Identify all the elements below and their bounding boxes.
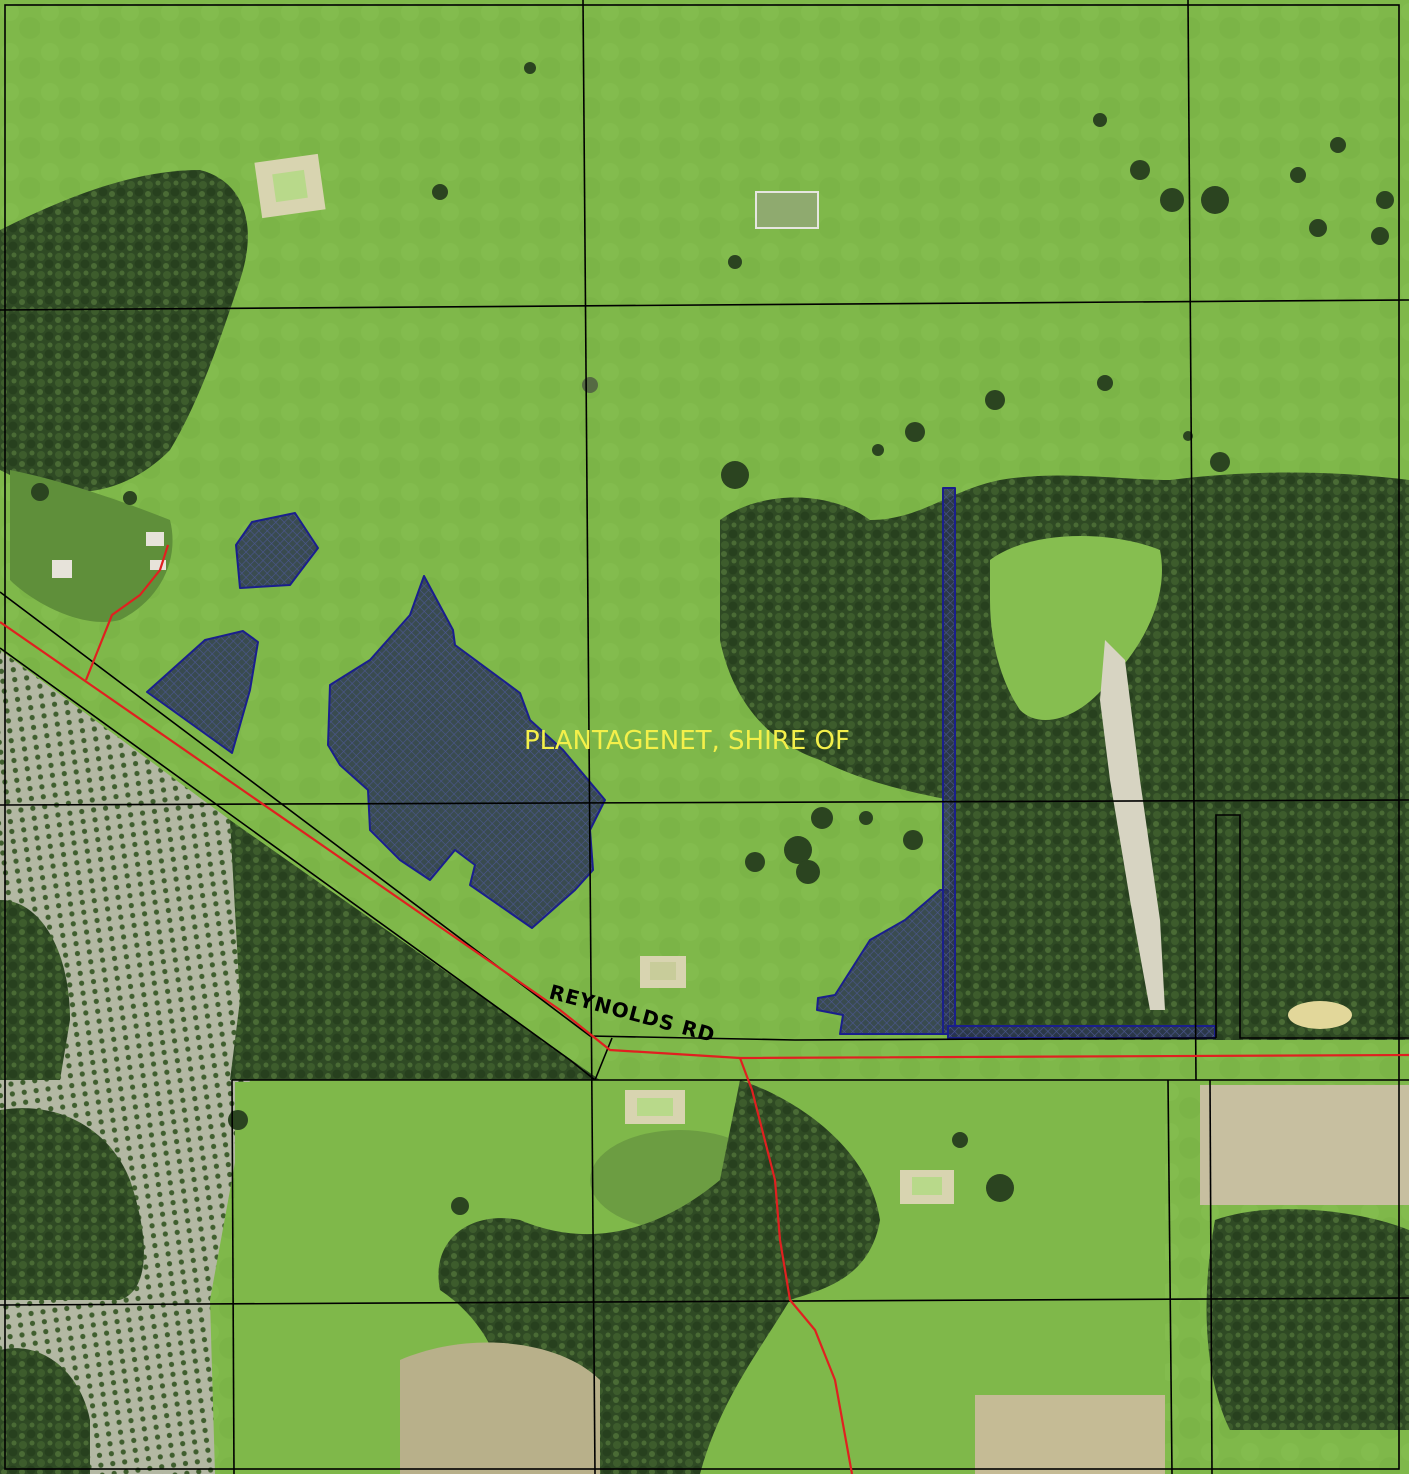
track-east xyxy=(1100,640,1165,1010)
bush-southwest-lower xyxy=(0,1108,144,1300)
clearing-polygon-1[interactable] xyxy=(235,512,319,589)
sand-patch-east xyxy=(1288,1001,1352,1029)
water-point xyxy=(582,377,598,393)
clearing-polygon-2[interactable] xyxy=(146,630,259,754)
road-south-branch xyxy=(738,1057,854,1474)
paddock-south-fallow xyxy=(400,1342,600,1474)
dam-south-2 xyxy=(625,1090,685,1124)
clearing-strip-north-south[interactable] xyxy=(942,487,956,1035)
road-reynolds xyxy=(0,621,1409,1060)
sheep-yards xyxy=(755,191,819,229)
bush-east-central xyxy=(720,472,1409,1040)
bush-southeast xyxy=(1206,1209,1409,1430)
dam-south-3 xyxy=(900,1170,954,1204)
road-farm-driveway xyxy=(84,544,170,681)
dam-north xyxy=(254,153,326,219)
paddock-south-east-light xyxy=(975,1395,1165,1474)
clearing-polygon-3[interactable] xyxy=(327,575,606,929)
bush-southwest-bottom xyxy=(0,1348,90,1474)
label-shire: PLANTAGENET, SHIRE OF xyxy=(524,726,850,756)
scattered-trees xyxy=(31,62,1394,1215)
clearing-strip-east-west[interactable] xyxy=(947,1025,1216,1039)
farm-homestead xyxy=(10,470,173,622)
paddock-east-clearing xyxy=(990,536,1162,720)
dam-south xyxy=(640,956,686,988)
paddock-southeast-fallow xyxy=(1200,1085,1409,1205)
road-network xyxy=(0,544,1409,1474)
bush-southwest-strip xyxy=(0,900,70,1080)
bush-northwest xyxy=(0,170,248,493)
clearing-polygons[interactable] xyxy=(146,487,1216,1039)
